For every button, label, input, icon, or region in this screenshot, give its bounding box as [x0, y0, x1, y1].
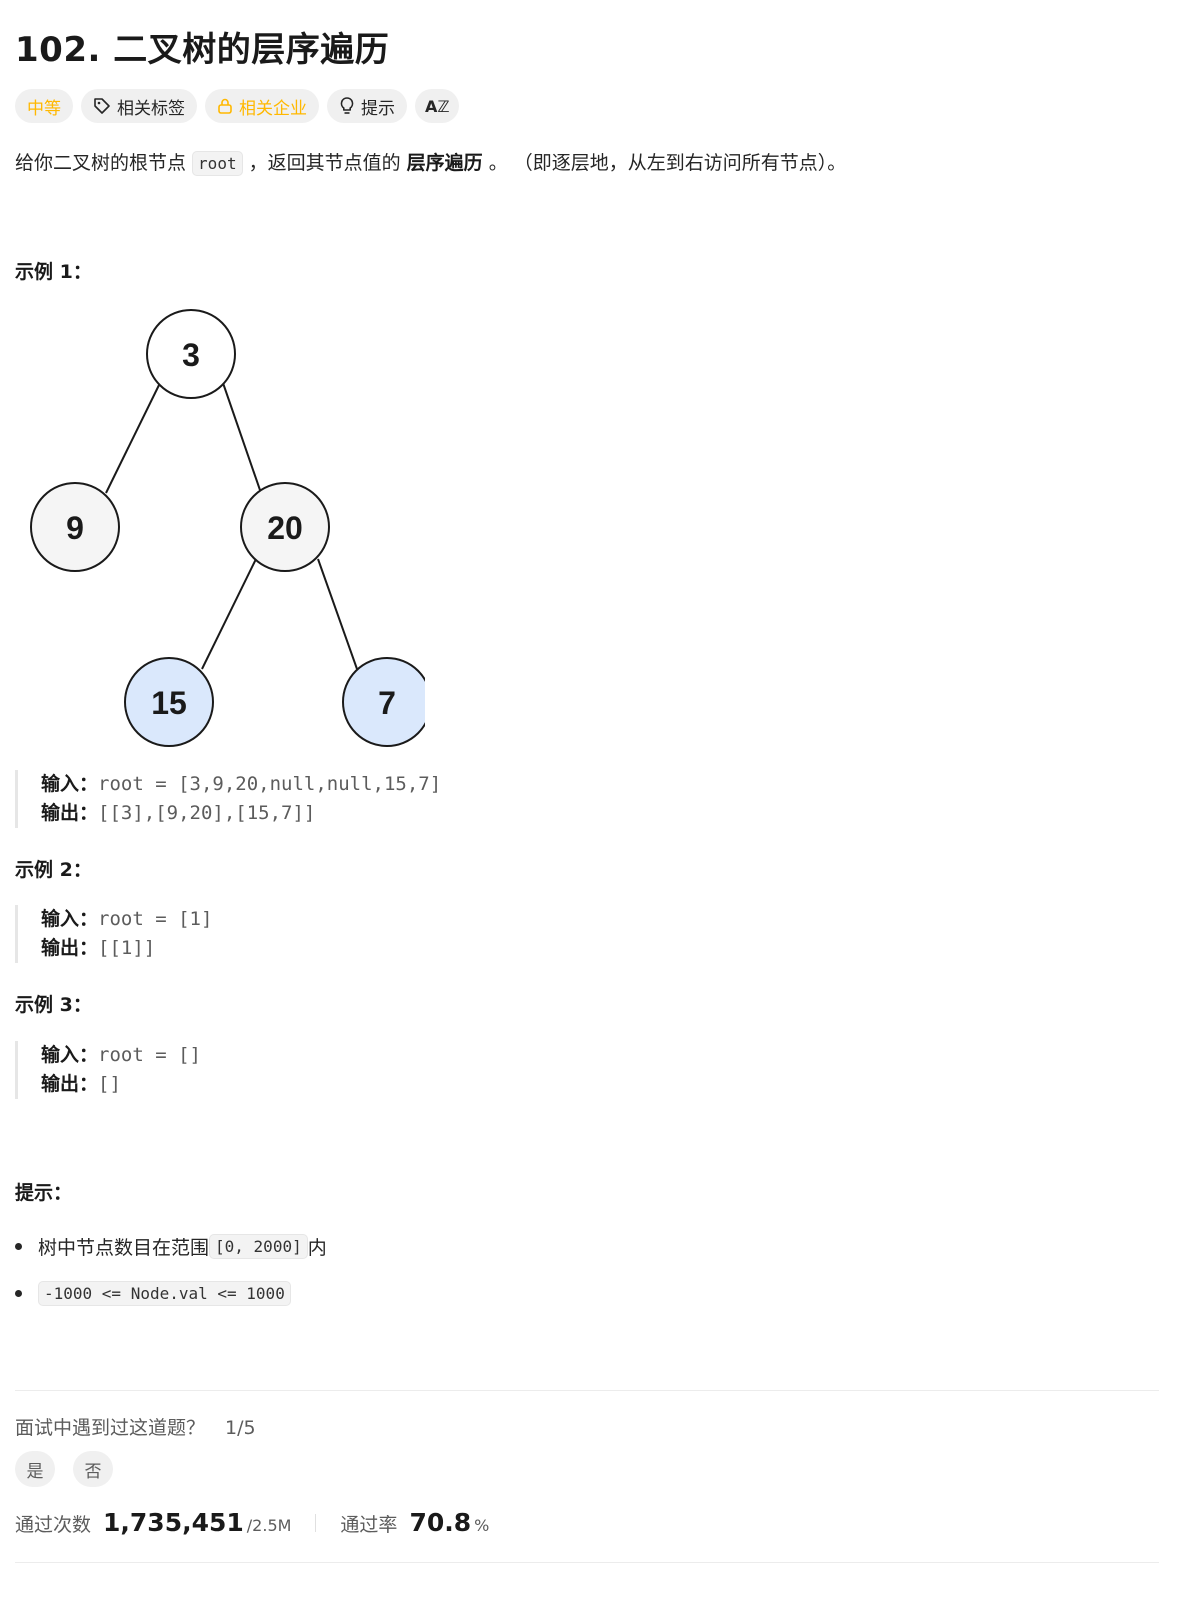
difficulty-label: 中等 — [27, 98, 61, 119]
example-2-heading: 示例 2： — [15, 859, 92, 881]
output-value: [[3],[9,20],[15,7]] — [98, 802, 316, 824]
problem-description: 给你二叉树的根节点 root ，返回其节点值的 层序遍历 。 （即逐层地，从左到… — [15, 148, 847, 176]
lock-icon — [217, 97, 233, 115]
accepted-count: 1,735,451 — [103, 1508, 244, 1537]
constraints-heading: 提示： — [15, 1182, 73, 1204]
constraint-item-1: 树中节点数目在范围 [0, 2000] 内 — [15, 1233, 327, 1260]
difficulty-badge[interactable]: 中等 — [15, 89, 73, 123]
edge-3-9 — [105, 382, 161, 494]
example-3-input-row: 输入：root = [] — [41, 1041, 201, 1070]
tag-icon — [93, 97, 111, 115]
interview-count: 1/5 — [225, 1417, 256, 1439]
desc-code-root: root — [192, 151, 243, 176]
tag-bar: 中等 相关标签 相关企业 提示 Aℤ — [15, 89, 460, 123]
desc-bold-term: 层序遍历 — [406, 152, 483, 174]
input-label: 输入： — [41, 908, 99, 930]
problem-number: 102. — [15, 30, 101, 70]
desc-text-2: ，返回其节点值的 — [242, 152, 407, 174]
output-label: 输出： — [41, 937, 99, 959]
edge-20-7 — [317, 558, 358, 670]
problem-name: 二叉树的层序遍历 — [113, 30, 390, 70]
tree-node-15 — [124, 657, 214, 747]
example-3-io: 输入：root = [] 输出：[] — [15, 1041, 201, 1099]
example-2-input-row: 输入：root = [1] — [41, 905, 212, 934]
input-label: 输入： — [41, 773, 99, 795]
example-1-output-row: 输出：[[3],[9,20],[15,7]] — [41, 799, 441, 828]
tree-node-3 — [146, 309, 236, 399]
bullet-icon — [15, 1290, 22, 1297]
example-3-heading: 示例 3： — [15, 994, 92, 1016]
no-button[interactable]: 否 — [73, 1451, 113, 1487]
submissions-count: /2.5M — [246, 1516, 292, 1535]
interview-answer-buttons: 是 否 — [15, 1451, 113, 1487]
interview-question-text: 面试中遇到过这道题？ — [15, 1417, 206, 1439]
lightbulb-icon — [339, 96, 355, 116]
hint-button[interactable]: 提示 — [327, 89, 407, 123]
input-value: root = [3,9,20,null,null,15,7] — [98, 773, 442, 795]
yes-button[interactable]: 是 — [15, 1451, 55, 1487]
desc-text-3: 。 （即逐层地，从左到右访问所有节点）。 — [482, 152, 847, 174]
constraint-item-2: -1000 <= Node.val <= 1000 — [15, 1281, 291, 1306]
example-2-io: 输入：root = [1] 输出：[[1]] — [15, 905, 212, 963]
constraint-1-text: 树中节点数目在范围 — [38, 1237, 210, 1259]
bullet-icon — [15, 1243, 22, 1250]
tree-node-9-label: 9 — [66, 510, 84, 546]
constraint-2-code: -1000 <= Node.val <= 1000 — [38, 1281, 291, 1306]
acceptance-rate-value: 70.8 — [409, 1508, 472, 1537]
desc-text-1: 给你二叉树的根节点 — [15, 152, 193, 174]
stats-separator — [315, 1513, 317, 1532]
bottom-divider — [15, 1562, 1159, 1563]
tree-node-15-label: 15 — [151, 685, 187, 721]
problem-title: 102. 二叉树的层序遍历 — [15, 22, 389, 71]
related-companies-button[interactable]: 相关企业 — [205, 89, 319, 123]
stats-bar: 通过次数 1,735,451 /2.5M 通过率 70.8 % — [15, 1508, 489, 1537]
output-value: [] — [98, 1073, 121, 1095]
input-value: root = [1] — [98, 908, 213, 930]
edge-3-20 — [222, 382, 262, 494]
hint-label: 提示 — [361, 98, 395, 119]
binary-tree-diagram: 3 9 20 15 7 — [30, 309, 425, 747]
output-value: [[1]] — [98, 937, 156, 959]
example-3-output-row: 输出：[] — [41, 1070, 201, 1099]
acceptance-rate-label: 通过率 — [340, 1514, 398, 1536]
constraint-1-code: [0, 2000] — [209, 1234, 308, 1259]
edge-20-15 — [201, 558, 257, 670]
example-2-output-row: 输出：[[1]] — [41, 934, 212, 963]
example-1-input-row: 输入：root = [3,9,20,null,null,15,7] — [41, 770, 441, 799]
tree-node-7-label: 7 — [378, 685, 396, 721]
tree-node-3-label: 3 — [182, 337, 200, 373]
tree-node-20-label: 20 — [267, 510, 303, 546]
translate-icon: Aℤ — [425, 96, 450, 116]
output-label: 输出： — [41, 1073, 99, 1095]
translate-button[interactable]: Aℤ — [415, 89, 460, 123]
related-topics-button[interactable]: 相关标签 — [81, 89, 197, 123]
accepted-label: 通过次数 — [15, 1514, 92, 1536]
related-topics-label: 相关标签 — [117, 98, 185, 119]
tree-node-20 — [240, 482, 330, 572]
output-label: 输出： — [41, 802, 99, 824]
acceptance-rate-unit: % — [474, 1516, 490, 1535]
input-label: 输入： — [41, 1044, 99, 1066]
example-1-io: 输入：root = [3,9,20,null,null,15,7] 输出：[[3… — [15, 770, 441, 828]
constraint-1-suffix: 内 — [307, 1237, 327, 1259]
interview-question: 面试中遇到过这道题？ 1/5 — [15, 1413, 256, 1440]
tree-node-7 — [342, 657, 425, 747]
example-1-heading: 示例 1： — [15, 261, 92, 283]
related-companies-label: 相关企业 — [239, 98, 307, 119]
section-divider — [15, 1390, 1159, 1391]
input-value: root = [] — [98, 1044, 201, 1066]
tree-node-9 — [30, 482, 120, 572]
